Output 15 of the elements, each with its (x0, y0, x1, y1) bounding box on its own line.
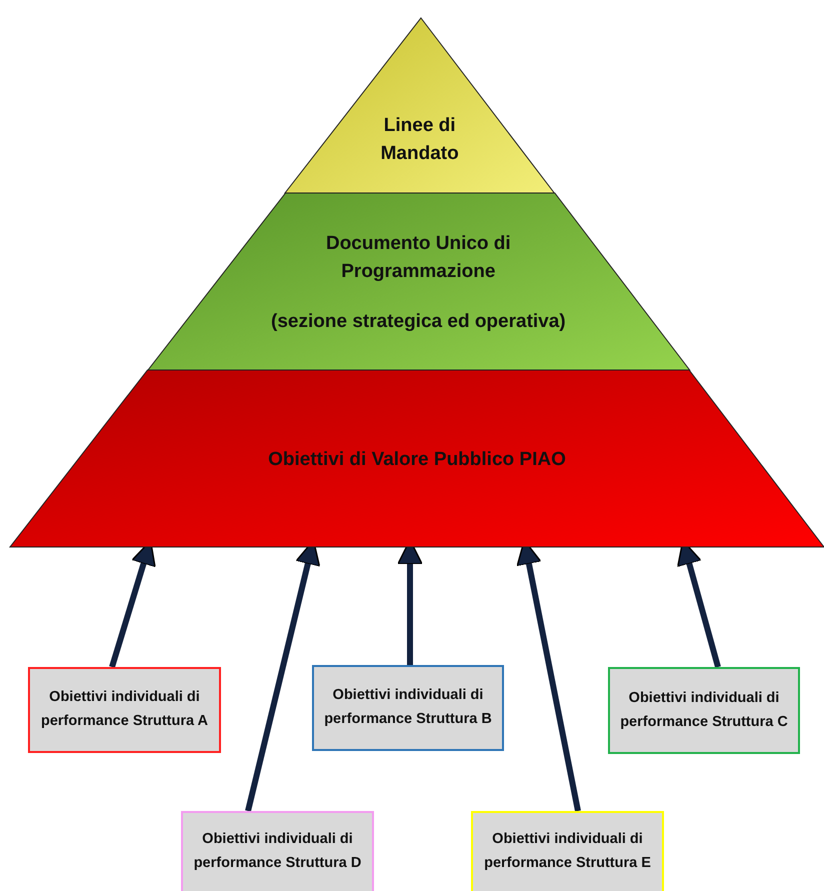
box-label: Obiettivi individuali di performance Struttura E (483, 830, 652, 873)
box-label: Obiettivi individuali di performance Struttura B (323, 686, 493, 729)
objective-box (471, 811, 664, 891)
objective-box (28, 667, 221, 753)
objective-box (181, 811, 374, 891)
pyramid-tier (10, 370, 824, 547)
objective-box (608, 667, 800, 754)
tier-label: Documento Unico di Programmazione (324, 232, 512, 284)
box-label: Obiettivi individuali di performance Struttura C (619, 688, 789, 732)
tier-label: (sezione strategica ed operativa) (270, 310, 567, 334)
box-label: Obiettivi individuali di performance Struttura A (40, 688, 210, 731)
tier-label: Linee di Mandato (380, 114, 460, 166)
box-label: Obiettivi individuali di performance Struttura D (192, 830, 362, 873)
tier-label: Obiettivi di Valore Pubblico PIAO (267, 448, 567, 472)
objective-box (312, 665, 504, 751)
